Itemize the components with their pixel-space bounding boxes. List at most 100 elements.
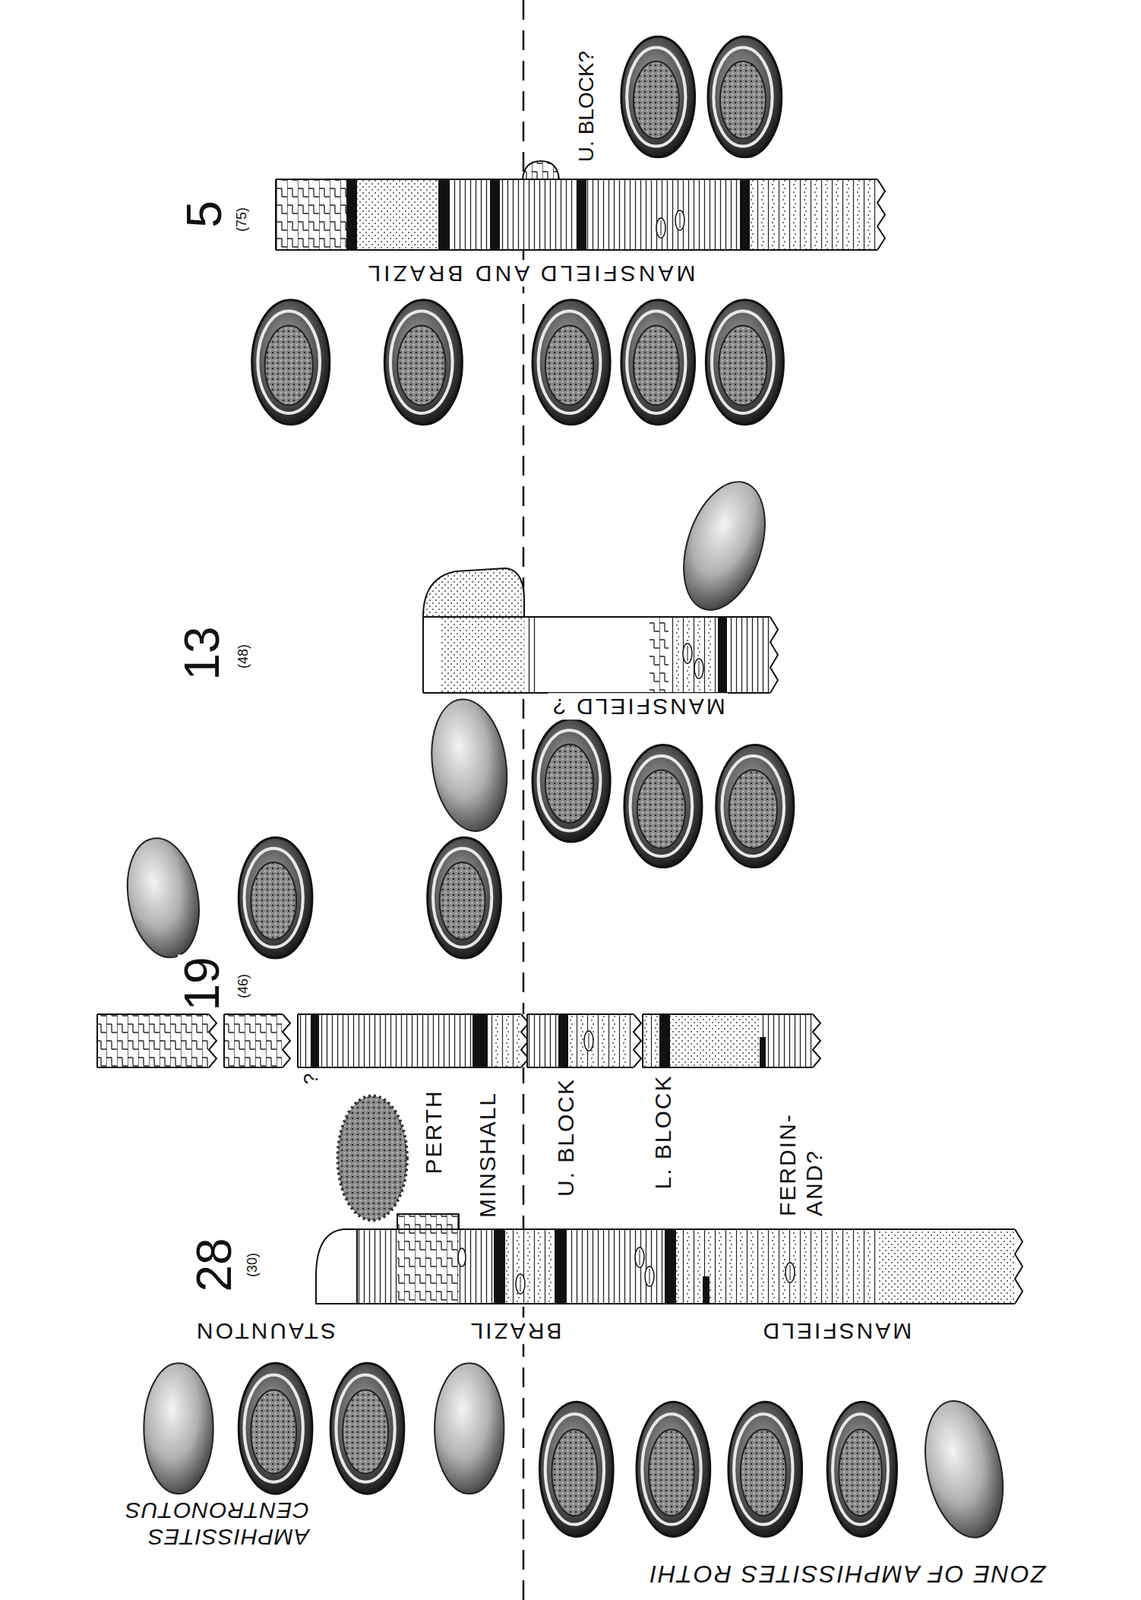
rock-layer [397, 1229, 459, 1304]
limestone-bed [397, 1213, 459, 1230]
coal-streak [759, 1036, 766, 1068]
ostracod-valve [621, 36, 696, 157]
break-symbol [282, 1014, 291, 1068]
valve-rim [244, 1374, 304, 1483]
ostracod-valve [338, 1095, 408, 1221]
ostracod-valve [384, 300, 462, 425]
ostracod-valve [728, 1401, 803, 1537]
rock-layer [586, 179, 740, 250]
valve-rim [626, 47, 686, 147]
rock-layer [487, 1014, 522, 1068]
unit-label: (46) [235, 971, 252, 1001]
concretion-symbol [785, 1262, 795, 1283]
valve-reticulation [439, 862, 486, 939]
rock-layer [749, 179, 878, 250]
rock-layer [448, 179, 490, 250]
ornate-valve [330, 1362, 405, 1494]
smooth-valve [434, 1362, 504, 1494]
valve-reticulation [633, 61, 680, 139]
smooth-valve [423, 694, 516, 836]
column-edge [274, 179, 277, 250]
rock-layer [297, 1014, 312, 1068]
rock-layer [319, 1014, 473, 1068]
ornate-valve [728, 1401, 803, 1537]
unit-label: MINSHALL [474, 1089, 502, 1221]
ornate-valve [716, 744, 794, 867]
rock-layer [346, 179, 358, 250]
ornate-valve [532, 300, 611, 425]
rock-layer [527, 1014, 559, 1068]
valve-rim [244, 848, 304, 948]
break-symbol [877, 179, 885, 250]
ornate-valve [384, 300, 462, 425]
concretion-symbol [639, 1249, 641, 1265]
rock-layer [438, 179, 449, 250]
concretion-symbol [656, 218, 666, 238]
ostracod-valve [238, 1362, 313, 1494]
concretion-symbol [584, 1030, 594, 1051]
unit-label: FERDIN- AND? [774, 1107, 828, 1219]
ornate-valve [532, 719, 611, 842]
rock-layer [877, 1229, 1015, 1304]
unit-label: ? [300, 1071, 323, 1087]
rock-layer [357, 179, 439, 250]
rock-layer [357, 1229, 398, 1304]
break-symbol [812, 1014, 821, 1068]
rock-layer [224, 1014, 283, 1068]
concretion-symbol [682, 643, 693, 664]
valve-rim [630, 755, 693, 857]
valve-reticulation [718, 325, 767, 405]
ostracod-valve [636, 1401, 711, 1537]
column-edge [423, 616, 771, 618]
rock-layer [668, 616, 718, 693]
ostracod-valve [252, 300, 330, 425]
valve-rim [832, 1413, 889, 1524]
concretion-symbol [790, 1264, 791, 1281]
break-mask [812, 1014, 822, 1068]
ornate-valve [238, 837, 313, 958]
column-edge [297, 1013, 522, 1015]
ostracod-valve [539, 1401, 614, 1537]
valve-rim [721, 755, 784, 857]
unit-label: (30) [244, 1250, 261, 1280]
rock-layer [423, 616, 441, 693]
unit-label: U. BLOCK [553, 1075, 580, 1199]
column-edge [527, 1013, 634, 1015]
column-number: 28 [189, 1235, 239, 1294]
ornate-valve [539, 1401, 614, 1537]
ostracod-valve [669, 471, 781, 621]
break-mask [281, 1014, 291, 1068]
ornate-valve [427, 837, 502, 958]
ostracod-valve [716, 744, 794, 867]
ostracod-valve [532, 719, 611, 842]
valve-rim [641, 1413, 701, 1524]
rock-layer [489, 179, 500, 250]
column-edge [356, 1229, 358, 1304]
concretion-symbol [698, 660, 700, 677]
break-mask [632, 1014, 642, 1068]
rock-layer [568, 1014, 634, 1068]
unit-label: U. BLOCK? [574, 48, 599, 165]
column-edge [357, 1228, 1015, 1230]
unit-label: MANSFIELD [758, 1317, 915, 1345]
unit-label: STAUNTON [192, 1317, 339, 1345]
rock-layer [554, 1229, 566, 1304]
valve-reticulation [250, 862, 297, 939]
column-number: 5 [180, 198, 229, 231]
rock-layer [576, 179, 587, 250]
column-edge [224, 1013, 283, 1015]
concretion-symbol [694, 658, 704, 679]
valve-rim [257, 311, 320, 414]
rock-layer [726, 616, 771, 693]
valve-rim [433, 848, 492, 948]
break-symbol [770, 616, 778, 693]
ornate-valve [705, 300, 784, 425]
column-edge [642, 1066, 813, 1069]
ostracod-valve [707, 36, 782, 157]
column-cap [316, 1229, 358, 1304]
concretion-symbol [588, 1033, 590, 1049]
valve-reticulation [729, 769, 778, 848]
spiny-valve [338, 1095, 408, 1221]
unit-label: (75) [233, 205, 250, 234]
